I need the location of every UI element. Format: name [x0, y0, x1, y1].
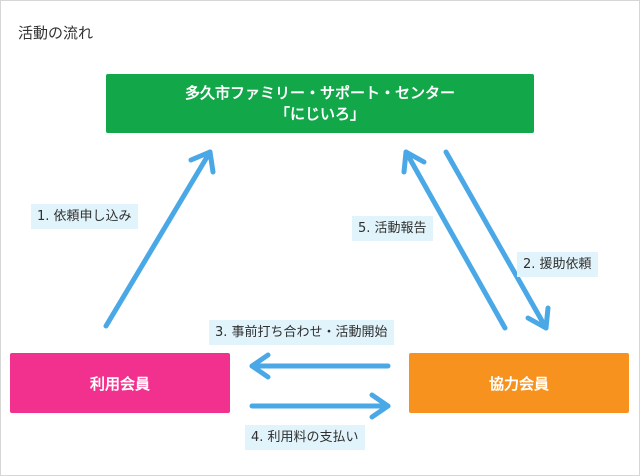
diagram-title: 活動の流れ	[18, 24, 94, 42]
user-member-box: 利用会員	[10, 353, 230, 413]
step-2-label: 2. 援助依頼	[517, 252, 598, 277]
arrow-assign	[443, 149, 551, 331]
step-5-label: 5. 活動報告	[352, 216, 433, 241]
center-name: 多久市ファミリー・サポート・センター	[184, 83, 455, 102]
arrow-payment	[249, 392, 391, 420]
step-4-label: 4. 利用料の支払い	[245, 425, 365, 450]
arrow-request	[103, 149, 216, 329]
arrow-meeting	[249, 352, 391, 380]
center-nickname: 「にじいろ」	[274, 104, 365, 123]
helper-member-box: 協力会員	[409, 353, 629, 413]
user-member-label: 利用会員	[89, 374, 150, 393]
step-3-label: 3. 事前打ち合わせ・活動開始	[209, 320, 394, 345]
center-box: 多久市ファミリー・サポート・センター 「にじいろ」	[106, 74, 534, 133]
helper-member-label: 協力会員	[488, 374, 549, 393]
step-1-label: 1. 依頼申し込み	[31, 204, 138, 229]
arrow-report	[401, 149, 508, 331]
